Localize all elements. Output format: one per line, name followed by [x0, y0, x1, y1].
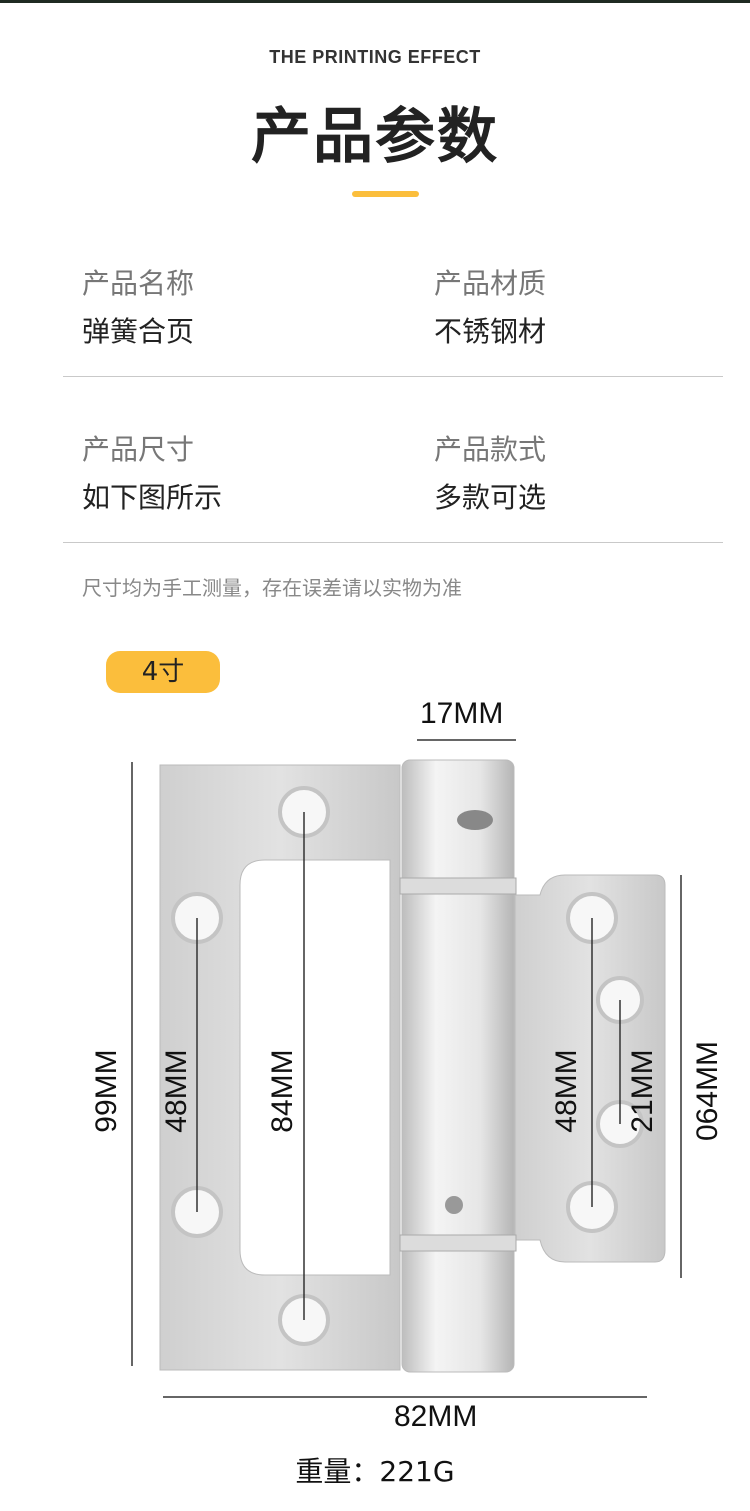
hinge-barrel	[401, 759, 515, 1373]
divider	[63, 376, 723, 377]
dim-total-width: 82MM	[394, 1400, 478, 1433]
accent-bar	[352, 191, 419, 197]
spec-value-name: 弹簧合页	[82, 315, 195, 348]
spec-value-size: 如下图所示	[82, 481, 223, 514]
spec-label-size: 产品尺寸	[82, 433, 195, 466]
dim-left-outer-holes: 84MM	[266, 1049, 299, 1133]
section-subtitle: THE PRINTING EFFECT	[269, 47, 481, 67]
top-border	[0, 0, 750, 3]
dim-right-leaf-height: 064MM	[691, 1040, 724, 1142]
weight-label: 重量：221G	[295, 1455, 455, 1488]
spec-label-material: 产品材质	[434, 267, 547, 300]
spec-value-material: 不锈钢材	[434, 315, 547, 348]
divider	[63, 542, 723, 543]
dim-right-holes: 48MM	[550, 1049, 583, 1133]
page-title: 产品参数	[251, 102, 499, 172]
dim-knuckle-width: 17MM	[420, 697, 504, 730]
dim-left-holes: 48MM	[160, 1049, 193, 1133]
spec-label-style: 产品款式	[434, 433, 547, 466]
spec-value-style: 多款可选	[434, 481, 547, 514]
dim-right-inner-holes: 21MM	[626, 1049, 659, 1133]
measurement-note: 尺寸均为手工测量，存在误差请以实物为准	[82, 576, 462, 600]
right-leaf	[514, 874, 666, 1263]
spec-label-name: 产品名称	[82, 267, 195, 300]
size-badge: 4寸	[106, 651, 220, 693]
dim-total-height: 99MM	[90, 1049, 123, 1133]
